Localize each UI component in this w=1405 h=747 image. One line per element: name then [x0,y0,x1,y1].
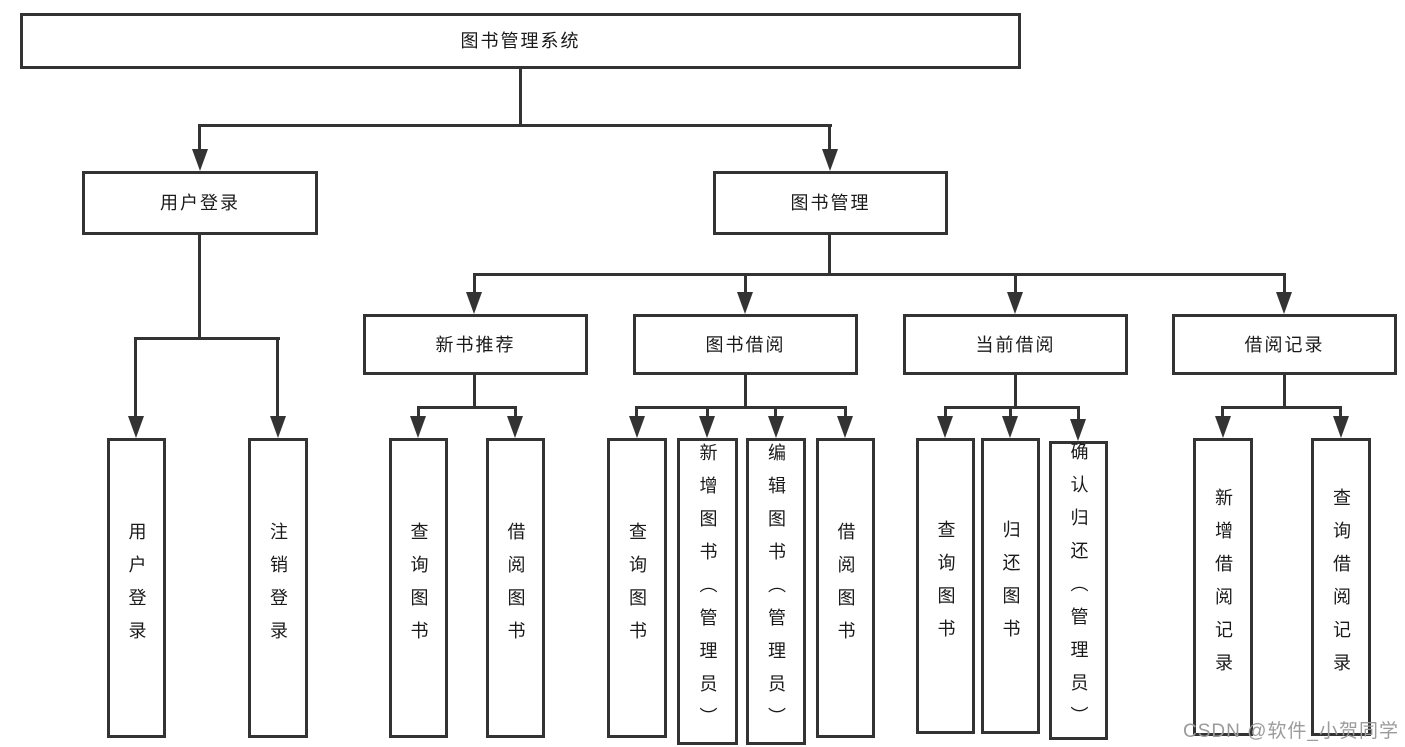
connector-stem [1077,409,1080,420]
connector-stem [828,127,831,150]
leaf-user-login: 用户登录 [107,438,166,738]
connector-stem [844,409,847,417]
leaf-edit-books-admin-label: 编辑图书（管理员） [766,443,786,740]
arrow-down-icon [1002,416,1018,438]
node-book-borrow-label: 图书借阅 [705,334,786,355]
connector-level3-rail [473,273,1286,276]
node-current-borrow: 当前借阅 [903,314,1128,375]
leaf-borrow-books-label: 借阅图书 [835,522,856,654]
node-borrow-records-label: 借阅记录 [1244,334,1325,355]
leaf-return-books-label: 归还图书 [1000,520,1021,652]
leaf-add-borrow-record-label: 新增借阅记录 [1213,488,1233,686]
arrow-down-icon [768,416,784,438]
arrow-down-icon [1007,292,1023,314]
node-new-book-recommend: 新书推荐 [363,314,588,375]
leaf-search-books-recommend: 查询图书 [389,438,448,738]
connector-level2-rail [198,124,832,127]
arrow-down-icon [466,292,482,314]
leaf-search-borrow-record-label: 查询借阅记录 [1331,488,1351,686]
leaf-search-books-recommend-label: 查询图书 [408,522,429,654]
leaf-user-login-label: 用户登录 [126,522,147,654]
arrow-down-icon [1276,292,1292,314]
node-book-management-label: 图书管理 [790,193,871,213]
watermark: CSDN @软件_小贺同学 [1183,721,1399,742]
arrow-down-icon [1070,419,1086,441]
arrow-down-icon [270,416,286,438]
connector-borrow-rail [635,406,847,409]
leaf-search-books-current-label: 查询图书 [935,520,956,652]
arrow-down-icon [822,149,838,171]
connector-stem [473,276,476,293]
node-user-login: 用户登录 [82,171,318,235]
arrow-down-icon [1215,416,1231,438]
connector-recommend-rail [417,406,517,409]
connector-stem [514,409,517,417]
leaf-confirm-return-admin-label: 确认归还（管理员） [1068,442,1089,739]
leaf-search-books-current: 查询图书 [916,438,975,734]
connector-stem [744,276,747,293]
connector-stem [706,409,709,417]
arrow-down-icon [937,416,953,438]
arrow-down-icon [629,416,645,438]
leaf-borrow-books: 借阅图书 [816,438,875,738]
arrow-down-icon [192,149,208,171]
arrow-down-icon [1333,416,1349,438]
arrow-down-icon [699,416,715,438]
connector-current-stub [1014,375,1017,409]
node-borrow-records: 借阅记录 [1172,314,1397,375]
node-book-management: 图书管理 [713,171,948,235]
connector-stem [635,409,638,417]
node-user-login-label: 用户登录 [160,193,240,213]
connector-records-rail [1221,406,1342,409]
connector-stem [1009,409,1012,417]
leaf-search-books-borrow-label: 查询图书 [627,522,647,654]
connector-stem [1283,276,1286,293]
node-current-borrow-label: 当前借阅 [975,334,1056,355]
node-library-system-label: 图书管理系统 [460,31,581,51]
connector-current-rail [944,406,1080,409]
connector-root-stub [519,69,522,124]
connector-stem [276,340,279,417]
connector-stem [417,409,420,417]
arrow-down-icon [737,292,753,314]
connector-userlogin-stub [198,235,201,340]
leaf-add-books-admin: 新增图书（管理员） [677,438,738,745]
connector-borrow-stub [744,375,747,409]
connector-stem [944,409,947,417]
arrow-down-icon [837,416,853,438]
leaf-return-books: 归还图书 [981,438,1040,734]
arrow-down-icon [507,416,523,438]
connector-stem [1014,276,1017,293]
connector-stem [774,409,777,417]
connector-bookmgmt-stub [828,235,831,276]
leaf-confirm-return-admin: 确认归还（管理员） [1049,441,1108,740]
node-library-system: 图书管理系统 [20,13,1021,69]
connector-records-stub [1283,375,1286,409]
leaf-borrow-books-recommend: 借阅图书 [486,438,545,738]
connector-userlogin-rail [134,337,280,340]
leaf-search-books-borrow: 查询图书 [607,438,667,738]
leaf-logout-label: 注销登录 [268,522,288,654]
leaf-borrow-books-recommend-label: 借阅图书 [505,522,526,654]
leaf-search-borrow-record: 查询借阅记录 [1311,438,1371,736]
leaf-add-books-admin-label: 新增图书（管理员） [697,443,718,740]
leaf-logout: 注销登录 [248,438,308,738]
leaf-edit-books-admin: 编辑图书（管理员） [746,438,806,745]
connector-stem [198,127,201,150]
connector-stem [1221,409,1224,417]
node-book-borrow: 图书借阅 [633,314,858,375]
connector-recommend-stub [473,375,476,409]
connector-stem [134,340,137,417]
leaf-add-borrow-record: 新增借阅记录 [1193,438,1253,736]
arrow-down-icon [410,416,426,438]
node-new-book-recommend-label: 新书推荐 [435,334,516,355]
connector-stem [1339,409,1342,417]
arrow-down-icon [128,416,144,438]
